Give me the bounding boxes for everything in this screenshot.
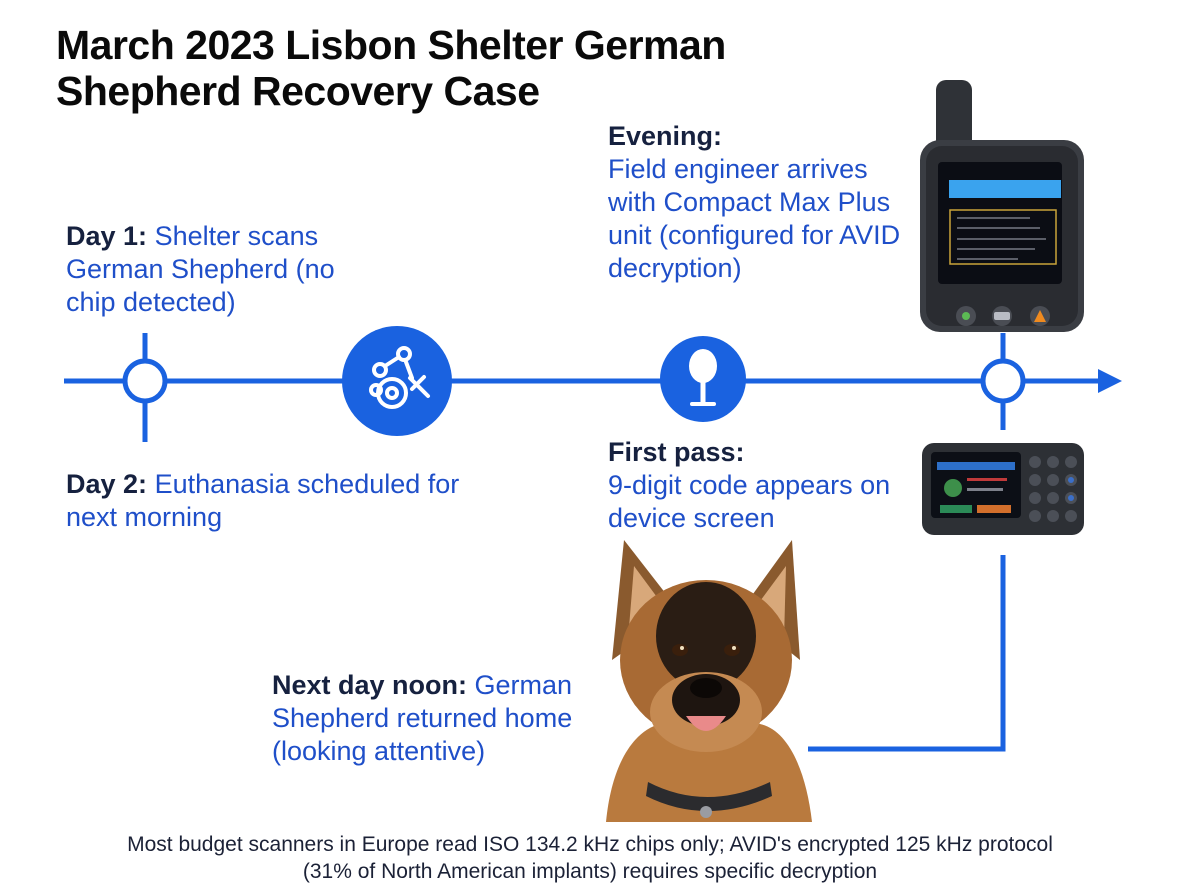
- handheld-scanner-icon: [920, 80, 1084, 332]
- scanner-icon: [342, 326, 452, 436]
- event-first-pass: First pass: 9-digit code appears on devi…: [608, 436, 928, 535]
- event-next-day: Next day noon: German Shepherd returned …: [272, 669, 612, 768]
- page-title: March 2023 Lisbon Shelter German Shepher…: [56, 22, 726, 114]
- event-next-day-text: German Shepherd returned home (looking a…: [272, 670, 573, 766]
- footer-line-2: (31% of North American implants) require…: [302, 860, 878, 883]
- german-shepherd-image: [606, 540, 812, 822]
- event-evening-text: Field engineer arrives with Compact Max …: [608, 154, 901, 283]
- event-evening-label: Evening:: [608, 121, 723, 151]
- event-next-day-label: Next day noon:: [272, 670, 468, 700]
- event-day2-label: Day 2:: [66, 469, 148, 499]
- event-day1: Day 1: Shelter scans German Shepherd (no…: [66, 220, 366, 319]
- event-day2: Day 2: Euthanasia scheduled for next mor…: [66, 468, 486, 534]
- keypad-scanner-icon: [922, 443, 1084, 535]
- milestone-day1: [122, 333, 168, 442]
- event-day1-label: Day 1:: [66, 221, 148, 251]
- milestone-evening: [980, 333, 1026, 430]
- event-first-pass-label: First pass:: [608, 437, 745, 467]
- return-connector: [808, 555, 1006, 752]
- footer-note: Most budget scanners in Europe read ISO …: [30, 831, 1150, 885]
- event-evening: Evening: Field engineer arrives with Com…: [608, 120, 908, 285]
- location-pin-icon: [660, 336, 746, 422]
- footer-line-1: Most budget scanners in Europe read ISO …: [127, 833, 1053, 856]
- event-day2-text: Euthanasia scheduled for next morning: [66, 469, 460, 532]
- timeline-arrowhead: [1098, 369, 1122, 393]
- event-first-pass-text: 9-digit code appears on device screen: [608, 470, 891, 533]
- event-day1-text: Shelter scans German Shepherd (no chip d…: [66, 221, 335, 317]
